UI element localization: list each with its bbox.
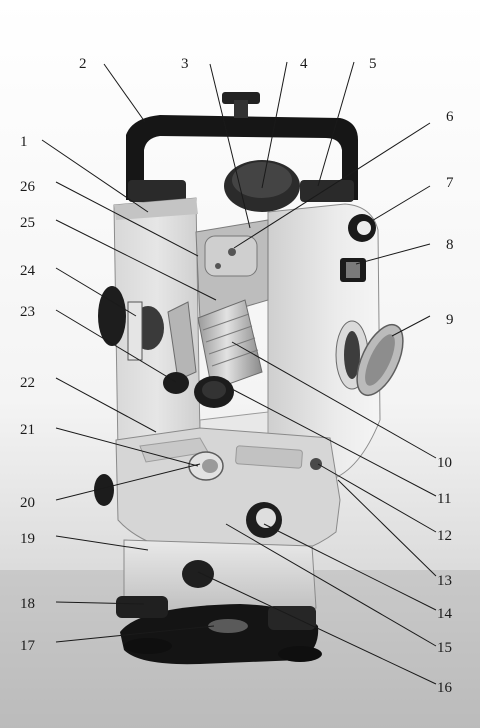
- leader-13: [337, 479, 437, 577]
- leader-22: [55, 377, 157, 433]
- leader-4: [261, 61, 288, 189]
- label-16: 16: [437, 680, 453, 696]
- leader-24: [55, 267, 137, 317]
- leader-16: [197, 571, 437, 685]
- label-11: 11: [437, 491, 451, 507]
- handle-knob: [222, 92, 260, 104]
- foot-pad-left: [124, 638, 172, 654]
- label-5: 5: [369, 56, 377, 72]
- label-9: 9: [446, 312, 454, 328]
- label-1: 1: [20, 134, 28, 150]
- label-8: 8: [446, 237, 454, 253]
- label-23: 23: [20, 304, 35, 320]
- leader-17: [55, 625, 215, 643]
- label-2: 2: [79, 56, 87, 72]
- reading-microscope-eyepiece: [163, 372, 189, 394]
- leader-3: [209, 63, 251, 229]
- label-24: 24: [20, 263, 36, 279]
- leader-5: [317, 61, 355, 187]
- label-20: 20: [20, 495, 35, 511]
- leader-1: [41, 139, 149, 213]
- handle-clamp-left: [128, 180, 186, 202]
- leader-10: [231, 341, 437, 459]
- label-18: 18: [20, 596, 35, 612]
- label-26: 26: [20, 179, 36, 195]
- side-focusing-drum: [98, 286, 126, 346]
- label-22: 22: [20, 375, 35, 391]
- handle-clamp-right: [300, 180, 354, 202]
- telescope: [195, 219, 269, 321]
- leader-26: [55, 181, 199, 257]
- leader-20: [55, 463, 201, 501]
- focusing-sleeve: [197, 299, 263, 391]
- leader-11: [229, 387, 437, 497]
- label-6: 6: [446, 109, 454, 125]
- leader-14: [263, 523, 437, 611]
- reading-microscope-tube: [167, 301, 197, 381]
- leader-21: [55, 427, 199, 467]
- label-7: 7: [446, 175, 454, 191]
- clamp-knob-left: [94, 474, 114, 506]
- label-25: 25: [20, 215, 35, 231]
- label-21: 21: [20, 422, 35, 438]
- leader-25: [55, 219, 217, 301]
- label-19: 19: [20, 531, 35, 547]
- leader-7: [369, 185, 431, 223]
- label-17: 17: [20, 638, 36, 654]
- label-13: 13: [437, 573, 452, 589]
- leader-15: [225, 523, 437, 647]
- leader-8: [355, 243, 431, 265]
- label-3: 3: [181, 56, 189, 72]
- leader-2: [103, 63, 146, 123]
- tribrach-clamp: [182, 560, 214, 588]
- leader-23: [55, 309, 177, 383]
- leader-6: [233, 122, 431, 249]
- foot-pad-right: [278, 646, 322, 662]
- leader-lines: [41, 61, 437, 685]
- leader-9: [391, 315, 431, 337]
- label-12: 12: [437, 528, 452, 544]
- label-4: 4: [300, 56, 308, 72]
- theodolite-illustration: [94, 92, 404, 665]
- label-15: 15: [437, 640, 452, 656]
- leader-18: [55, 601, 145, 605]
- leader-12: [317, 463, 437, 533]
- label-14: 14: [437, 606, 453, 622]
- foot-screw-right: [268, 606, 316, 630]
- callout-labels: 1 2 3 4 5 6 7 8 9 10 11 12 13 14 15 16 1…: [20, 56, 454, 696]
- label-10: 10: [437, 455, 452, 471]
- adjustment-screw: [310, 458, 322, 470]
- carrying-handle: [126, 115, 358, 200]
- foot-screw-left: [116, 596, 168, 618]
- leader-19: [55, 535, 149, 551]
